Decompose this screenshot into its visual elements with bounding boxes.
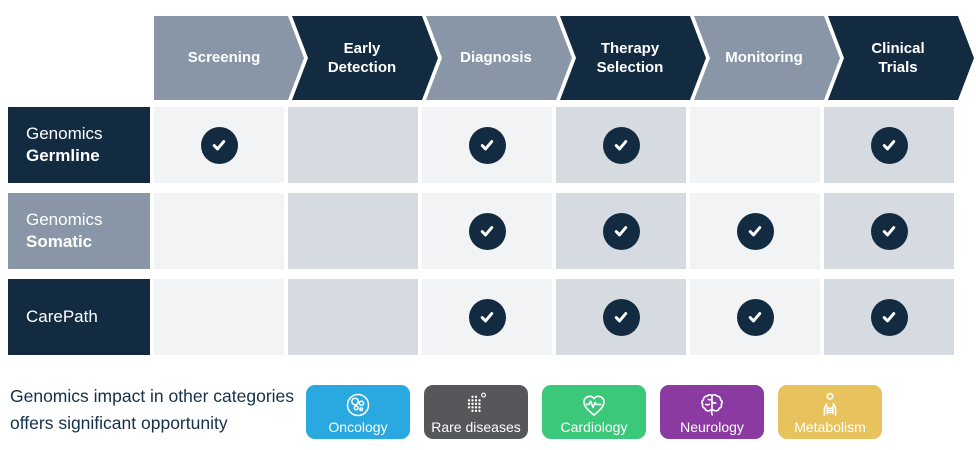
row-label-line1: CarePath	[26, 306, 98, 326]
brain-icon	[697, 389, 727, 420]
matrix-cell	[422, 279, 552, 355]
matrix-cell	[824, 107, 954, 183]
badge-rare-diseases: Rare diseases	[424, 385, 528, 439]
stage-chevron-screening: Screening	[154, 16, 304, 100]
badge-label: Metabolism	[794, 419, 866, 435]
check-icon	[870, 126, 908, 164]
badges-row: Oncology Rare diseases Cardiology Neurol…	[306, 385, 882, 439]
matrix-cell	[556, 279, 686, 355]
row-label-line2: Somatic	[26, 232, 93, 251]
stage-chevron-diagnosis: Diagnosis	[426, 16, 572, 100]
badge-oncology: Oncology	[306, 385, 410, 439]
row-label-carepath: CarePath	[8, 279, 150, 355]
matrix-cell	[824, 193, 954, 269]
matrix-cell	[556, 107, 686, 183]
check-icon	[468, 212, 506, 250]
check-icon	[602, 126, 640, 164]
check-icon	[602, 212, 640, 250]
heart-ecg-icon	[579, 389, 609, 420]
stage-label: Monitoring	[725, 49, 803, 67]
row-label-line2: Germline	[26, 146, 100, 165]
matrix-cell	[422, 107, 552, 183]
badge-label: Cardiology	[560, 419, 628, 435]
stage-label: Diagnosis	[460, 49, 532, 67]
footer-note: Genomics impact in other categories offe…	[10, 386, 295, 434]
stage-label: Early Detection	[327, 39, 397, 77]
stage-chevron-early-detection: Early Detection	[292, 16, 438, 100]
badge-neurology: Neurology	[660, 385, 764, 439]
check-icon	[736, 298, 774, 336]
check-icon	[870, 298, 908, 336]
matrix-cell	[154, 193, 284, 269]
badge-label: Neurology	[680, 419, 744, 435]
check-icon	[870, 212, 908, 250]
stage-label: Therapy Selection	[596, 39, 664, 77]
matrix-cell	[690, 107, 820, 183]
cells-icon	[344, 389, 372, 420]
row-label-line1: Genomics	[26, 123, 103, 143]
check-icon	[200, 126, 238, 164]
check-icon	[736, 212, 774, 250]
matrix-cell	[288, 193, 418, 269]
matrix-cell	[824, 279, 954, 355]
matrix-cell	[690, 193, 820, 269]
body-icon	[815, 389, 845, 420]
check-icon	[468, 298, 506, 336]
matrix-cell	[288, 279, 418, 355]
stage-chevron-monitoring: Monitoring	[694, 16, 840, 100]
matrix-cell	[288, 107, 418, 183]
stage-chevron-clinical-trials: Clinical Trials	[828, 16, 974, 100]
badge-metabolism: Metabolism	[778, 385, 882, 439]
matrix-cell	[154, 279, 284, 355]
stage-label: Screening	[187, 49, 261, 67]
badge-label: Rare diseases	[431, 419, 521, 435]
badge-label: Oncology	[328, 419, 388, 435]
matrix-cell	[154, 107, 284, 183]
matrix-cell	[556, 193, 686, 269]
matrix-cell	[422, 193, 552, 269]
check-icon	[468, 126, 506, 164]
stage-label: Clinical Trials	[871, 39, 925, 77]
badge-cardiology: Cardiology	[542, 385, 646, 439]
stage-chevron-therapy-selection: Therapy Selection	[560, 16, 706, 100]
check-icon	[602, 298, 640, 336]
stage-header: Screening Early Detection Diagnosis Therapy…	[154, 16, 974, 100]
dots-icon	[462, 389, 490, 420]
matrix-cell	[690, 279, 820, 355]
row-label-line1: Genomics	[26, 209, 103, 229]
